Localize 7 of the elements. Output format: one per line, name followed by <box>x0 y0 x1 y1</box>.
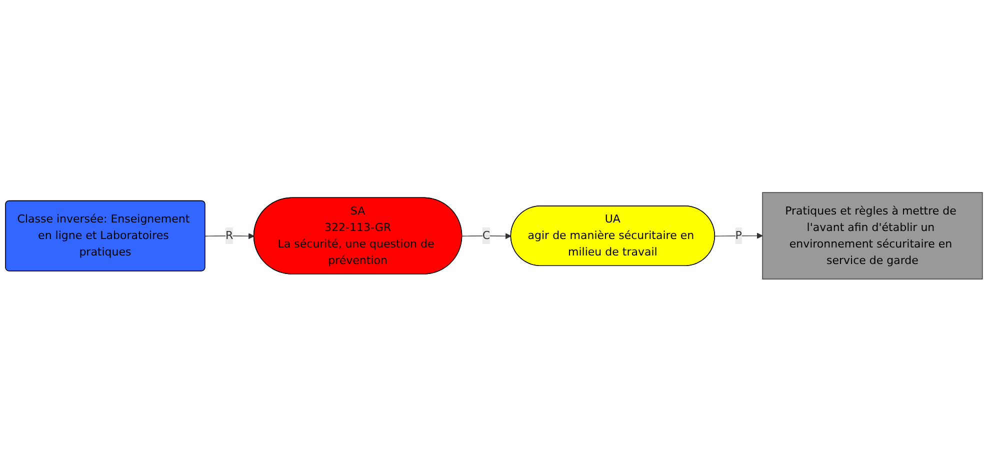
arrow <box>462 232 512 239</box>
edge-label: P <box>735 228 742 242</box>
node-box: Pratiques et règles à mettre de l'avant afin d'établir un environnement sécuritaire en service de garde <box>762 192 983 280</box>
edge-label: C <box>482 228 490 242</box>
edge-label: R <box>225 228 234 242</box>
arrow <box>714 232 763 239</box>
arrow <box>204 232 254 239</box>
